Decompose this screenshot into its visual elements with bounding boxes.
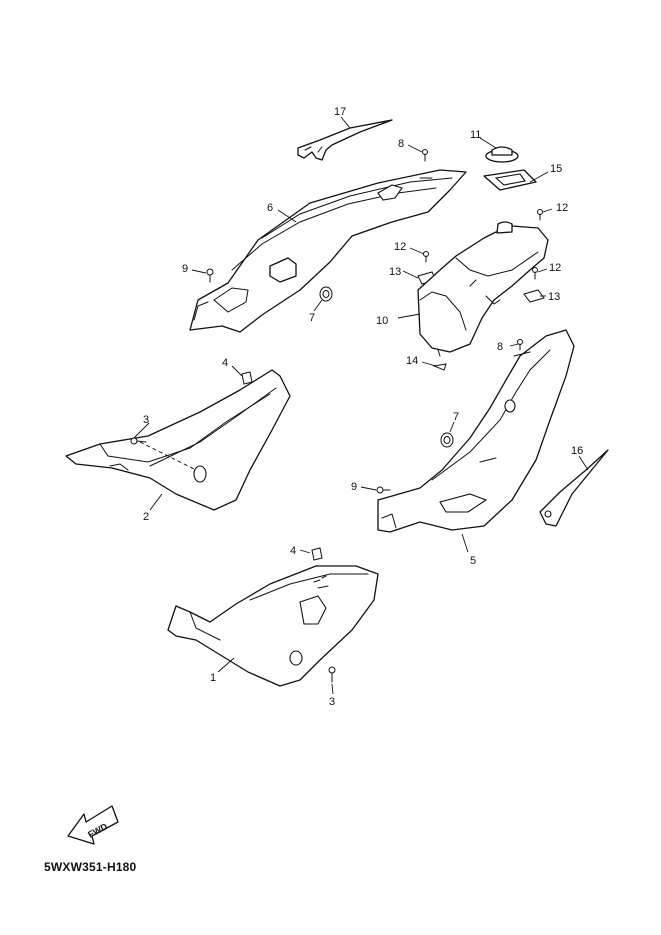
callout-10: 10 — [376, 315, 388, 327]
part-9-screw-upper — [206, 268, 214, 283]
part-2-inner-cover — [65, 369, 291, 511]
part-17-bracket — [297, 119, 393, 161]
part-7-grommet-upper — [319, 286, 333, 302]
part-4-grommet-mid — [241, 371, 253, 385]
callout-2: 2 — [143, 511, 149, 523]
callout-4-mid: 4 — [222, 357, 228, 369]
callout-15: 15 — [550, 163, 562, 175]
part-4-grommet-lower — [311, 547, 323, 561]
part-9-screw-right — [376, 486, 391, 494]
part-15-damper — [483, 169, 537, 191]
part-3-screw-lower — [328, 666, 336, 683]
callout-3-lower: 3 — [329, 696, 335, 708]
callout-6: 6 — [267, 202, 273, 214]
callout-11: 11 — [470, 129, 481, 141]
part-16-bracket — [539, 449, 609, 527]
part-7-grommet-right — [440, 432, 454, 448]
callout-7-upper: 7 — [309, 312, 315, 324]
callout-7-right: 7 — [453, 411, 459, 423]
callout-8-right: 8 — [497, 341, 503, 353]
callout-labels: 17 8 11 15 6 12 12 12 9 13 13 7 10 8 14 … — [143, 106, 583, 708]
part-10-tank — [417, 221, 549, 357]
part-8-screw-top — [422, 149, 428, 162]
leader-lines — [133, 116, 589, 695]
callout-4-lower: 4 — [290, 545, 296, 557]
callout-17: 17 — [334, 106, 346, 118]
part-6-upper-side-cover — [189, 169, 467, 333]
callout-14: 14 — [406, 355, 418, 367]
drawing-code: 5WXW351-H180 — [44, 860, 137, 874]
part-14-clip — [432, 363, 447, 371]
part-8-screw-right — [517, 339, 523, 351]
callout-12-b: 12 — [394, 241, 406, 253]
callout-16: 16 — [571, 445, 583, 457]
callout-5: 5 — [470, 555, 476, 567]
callout-3-mid: 3 — [143, 414, 149, 426]
callout-13-b: 13 — [548, 291, 560, 303]
part-11-cap — [485, 146, 519, 163]
callout-12-a: 12 — [556, 202, 568, 214]
callout-8-top: 8 — [398, 138, 404, 150]
assembly-line-2 — [139, 441, 197, 471]
callout-1: 1 — [210, 672, 216, 684]
fwd-arrow: FWD — [67, 805, 119, 845]
part-12-screws — [423, 209, 543, 280]
callout-13-a: 13 — [389, 266, 401, 278]
callout-9-right: 9 — [351, 481, 357, 493]
part-5-side-cover-right — [377, 329, 575, 533]
callout-9-upper: 9 — [182, 263, 188, 275]
callout-12-c: 12 — [549, 262, 561, 274]
part-1-lower-cover — [167, 565, 379, 687]
